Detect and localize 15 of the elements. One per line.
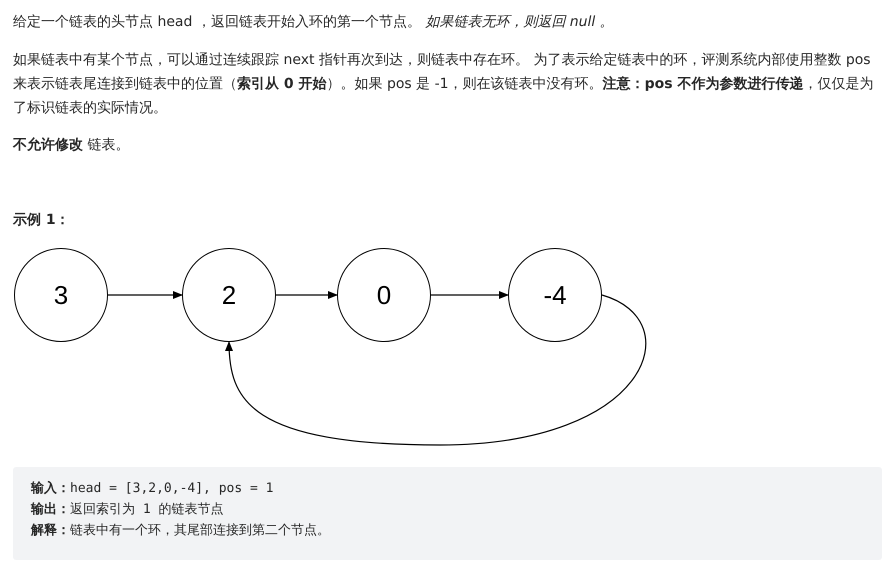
description-paragraph: 如果链表中有某个节点，可以通过连续跟踪 next 指针再次到达，则链表中存在环。 为了表示给定链表中的环，评测系统内部使用整数 pos 来表示链表尾连接到链表中的位置（索引从 0 开始）。如果 pos 是 -1，则在该链表中没有环。注意：pos 不作为参数进行传递，仅仅是为了标识链表的实际情况。	[13, 51, 874, 118]
example-heading: 示例 1：	[13, 211, 71, 230]
node-value: 0	[376, 280, 392, 310]
arrow	[108, 291, 183, 299]
node-value: 2	[222, 280, 236, 310]
arrow	[431, 291, 509, 299]
example-line: 输出：返回索引为 1 的链表节点	[31, 501, 224, 519]
example-line: 解释：链表中有一个环，其尾部连接到第二个节点。	[31, 522, 330, 540]
node-value: -4	[543, 280, 567, 310]
arrow	[225, 294, 646, 446]
description-paragraph: 给定一个链表的头节点 head ，返回链表开始入环的第一个节点。 如果链表无环，则返回 null 。	[13, 13, 615, 32]
node-value: 3	[54, 280, 68, 310]
example-line: 输入：head = [3,2,0,-4], pos = 1	[31, 480, 274, 498]
description-paragraph: 不允许修改 链表。	[13, 136, 130, 155]
arrow	[276, 291, 338, 299]
